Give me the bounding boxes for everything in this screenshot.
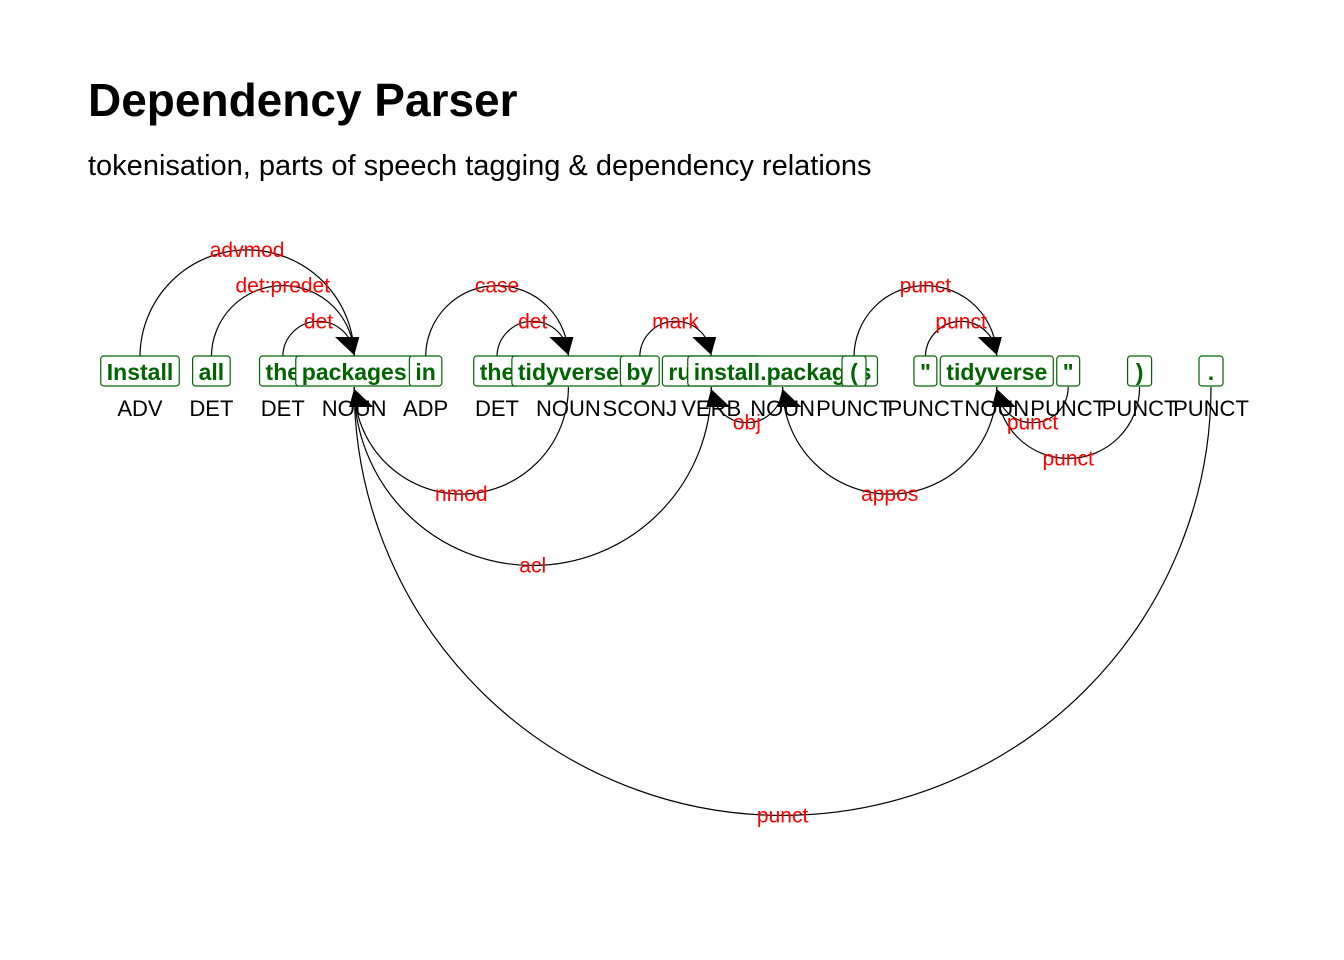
token-word: Install xyxy=(107,359,173,385)
arc-advmod-1-4 xyxy=(139,249,355,358)
token-word: tidyverse xyxy=(946,359,1047,385)
relation-label-appos: appos xyxy=(861,483,918,506)
pos-tag-sconj: SCONJ xyxy=(603,396,678,421)
token-box xyxy=(1126,355,1153,387)
relation-label-obj: obj xyxy=(733,412,761,435)
token-4[interactable]: packages xyxy=(295,355,414,387)
relation-label-advmod: advmod xyxy=(210,239,285,262)
pos-tag-noun: NOUN xyxy=(536,396,601,421)
pos-tag-punct: PUNCT xyxy=(888,396,964,421)
arc-nmod-7-4 xyxy=(353,386,569,495)
token-11[interactable]: ( xyxy=(841,355,867,387)
token-box xyxy=(913,355,938,387)
token-15[interactable]: ) xyxy=(1126,355,1153,387)
relation-label-punct: punct xyxy=(1007,412,1059,435)
token-word: all xyxy=(199,359,225,385)
token-16[interactable]: . xyxy=(1198,355,1224,387)
relation-label-punct: punct xyxy=(757,804,809,827)
diagram-subtitle: tokenisation, parts of speech tagging & … xyxy=(88,150,872,182)
pos-tag-noun: NOUN xyxy=(750,396,815,421)
token-word: packages xyxy=(302,359,407,385)
token-2[interactable]: all xyxy=(192,355,231,387)
arrowhead-punct-12-13 xyxy=(977,337,1002,355)
pos-tag-det: DET xyxy=(261,396,305,421)
arc-det-predet-2-4 xyxy=(210,285,355,358)
relation-label-det: det xyxy=(304,310,333,333)
relation-label-punct: punct xyxy=(1043,447,1095,470)
token-13[interactable]: tidyverse xyxy=(939,355,1054,387)
token-word: ) xyxy=(1136,359,1144,385)
relation-label-case: case xyxy=(475,275,519,298)
token-3[interactable]: the xyxy=(258,355,307,387)
token-12[interactable]: " xyxy=(913,355,938,387)
arrowhead-obj-10-9 xyxy=(706,389,731,407)
pos-tag-punct: PUNCT xyxy=(816,396,892,421)
token-box xyxy=(939,355,1054,387)
arrowhead-appos-13-10 xyxy=(777,389,802,407)
arc-appos-13-10 xyxy=(782,386,998,495)
diagram-title: Dependency Parser xyxy=(88,74,518,126)
token-word: " xyxy=(920,359,931,385)
token-6[interactable]: the xyxy=(473,355,521,387)
token-box xyxy=(408,355,443,387)
token-word: . xyxy=(1208,359,1214,385)
arrowhead-det-6-7 xyxy=(549,337,574,355)
token-word: the xyxy=(480,359,515,385)
pos-tag-punct: PUNCT xyxy=(1173,396,1249,421)
token-7[interactable]: tidyverse xyxy=(511,355,626,387)
relation-label-det-predet: det:predet xyxy=(236,275,331,298)
arrowhead-punct-15-13 xyxy=(991,389,1016,407)
tokens-layer: Installallthepackagesinthetidyversebyrun… xyxy=(100,355,1224,387)
arc-punct-15-13 xyxy=(996,386,1141,459)
token-14[interactable]: " xyxy=(1056,355,1081,387)
token-word: tidyverse xyxy=(518,359,619,385)
arrowhead-det-3-4 xyxy=(335,337,360,355)
pos-tag-punct: PUNCT xyxy=(1102,396,1178,421)
token-word: the xyxy=(266,359,301,385)
arcs-layer xyxy=(139,249,1212,816)
pos-tag-punct: PUNCT xyxy=(1030,396,1106,421)
labels-layer: advmod det:predet det case det mark punct punct… xyxy=(210,239,1094,828)
token-box xyxy=(1198,355,1224,387)
arrowhead-mark-8-9 xyxy=(692,337,717,355)
relation-label-mark: mark xyxy=(652,310,699,333)
token-5[interactable]: in xyxy=(408,355,443,387)
token-word: " xyxy=(1063,359,1074,385)
pos-tag-noun: NOUN xyxy=(964,396,1029,421)
relation-label-acl: acl xyxy=(519,555,546,578)
arc-acl-9-4 xyxy=(353,386,712,567)
pos-tag-adv: ADV xyxy=(117,396,163,421)
arc-case-5-7 xyxy=(425,285,569,358)
pos-tag-det: DET xyxy=(475,396,519,421)
arc-punct-16-4 xyxy=(353,386,1212,816)
token-box xyxy=(619,355,660,387)
arc-punct-11-13 xyxy=(853,285,998,358)
token-word: in xyxy=(415,359,435,385)
arrowhead-punct-16-4 xyxy=(349,389,374,407)
token-box xyxy=(100,355,180,387)
token-box xyxy=(841,355,867,387)
relation-label-punct: punct xyxy=(900,275,952,298)
pos-tag-noun: NOUN xyxy=(322,396,387,421)
token-word: ( xyxy=(850,359,858,385)
relation-label-punct: punct xyxy=(935,310,987,333)
relation-label-det: det xyxy=(518,310,547,333)
pos-tag-adp: ADP xyxy=(403,396,448,421)
token-8[interactable]: by xyxy=(619,355,660,387)
pos-tag-det: DET xyxy=(189,396,233,421)
token-box xyxy=(1056,355,1081,387)
relation-label-nmod: nmod xyxy=(435,483,488,506)
token-box xyxy=(687,355,879,387)
token-box xyxy=(192,355,231,387)
pos-tag-verb: VERB xyxy=(681,396,741,421)
token-word: by xyxy=(626,359,653,385)
token-1[interactable]: Install xyxy=(100,355,180,387)
